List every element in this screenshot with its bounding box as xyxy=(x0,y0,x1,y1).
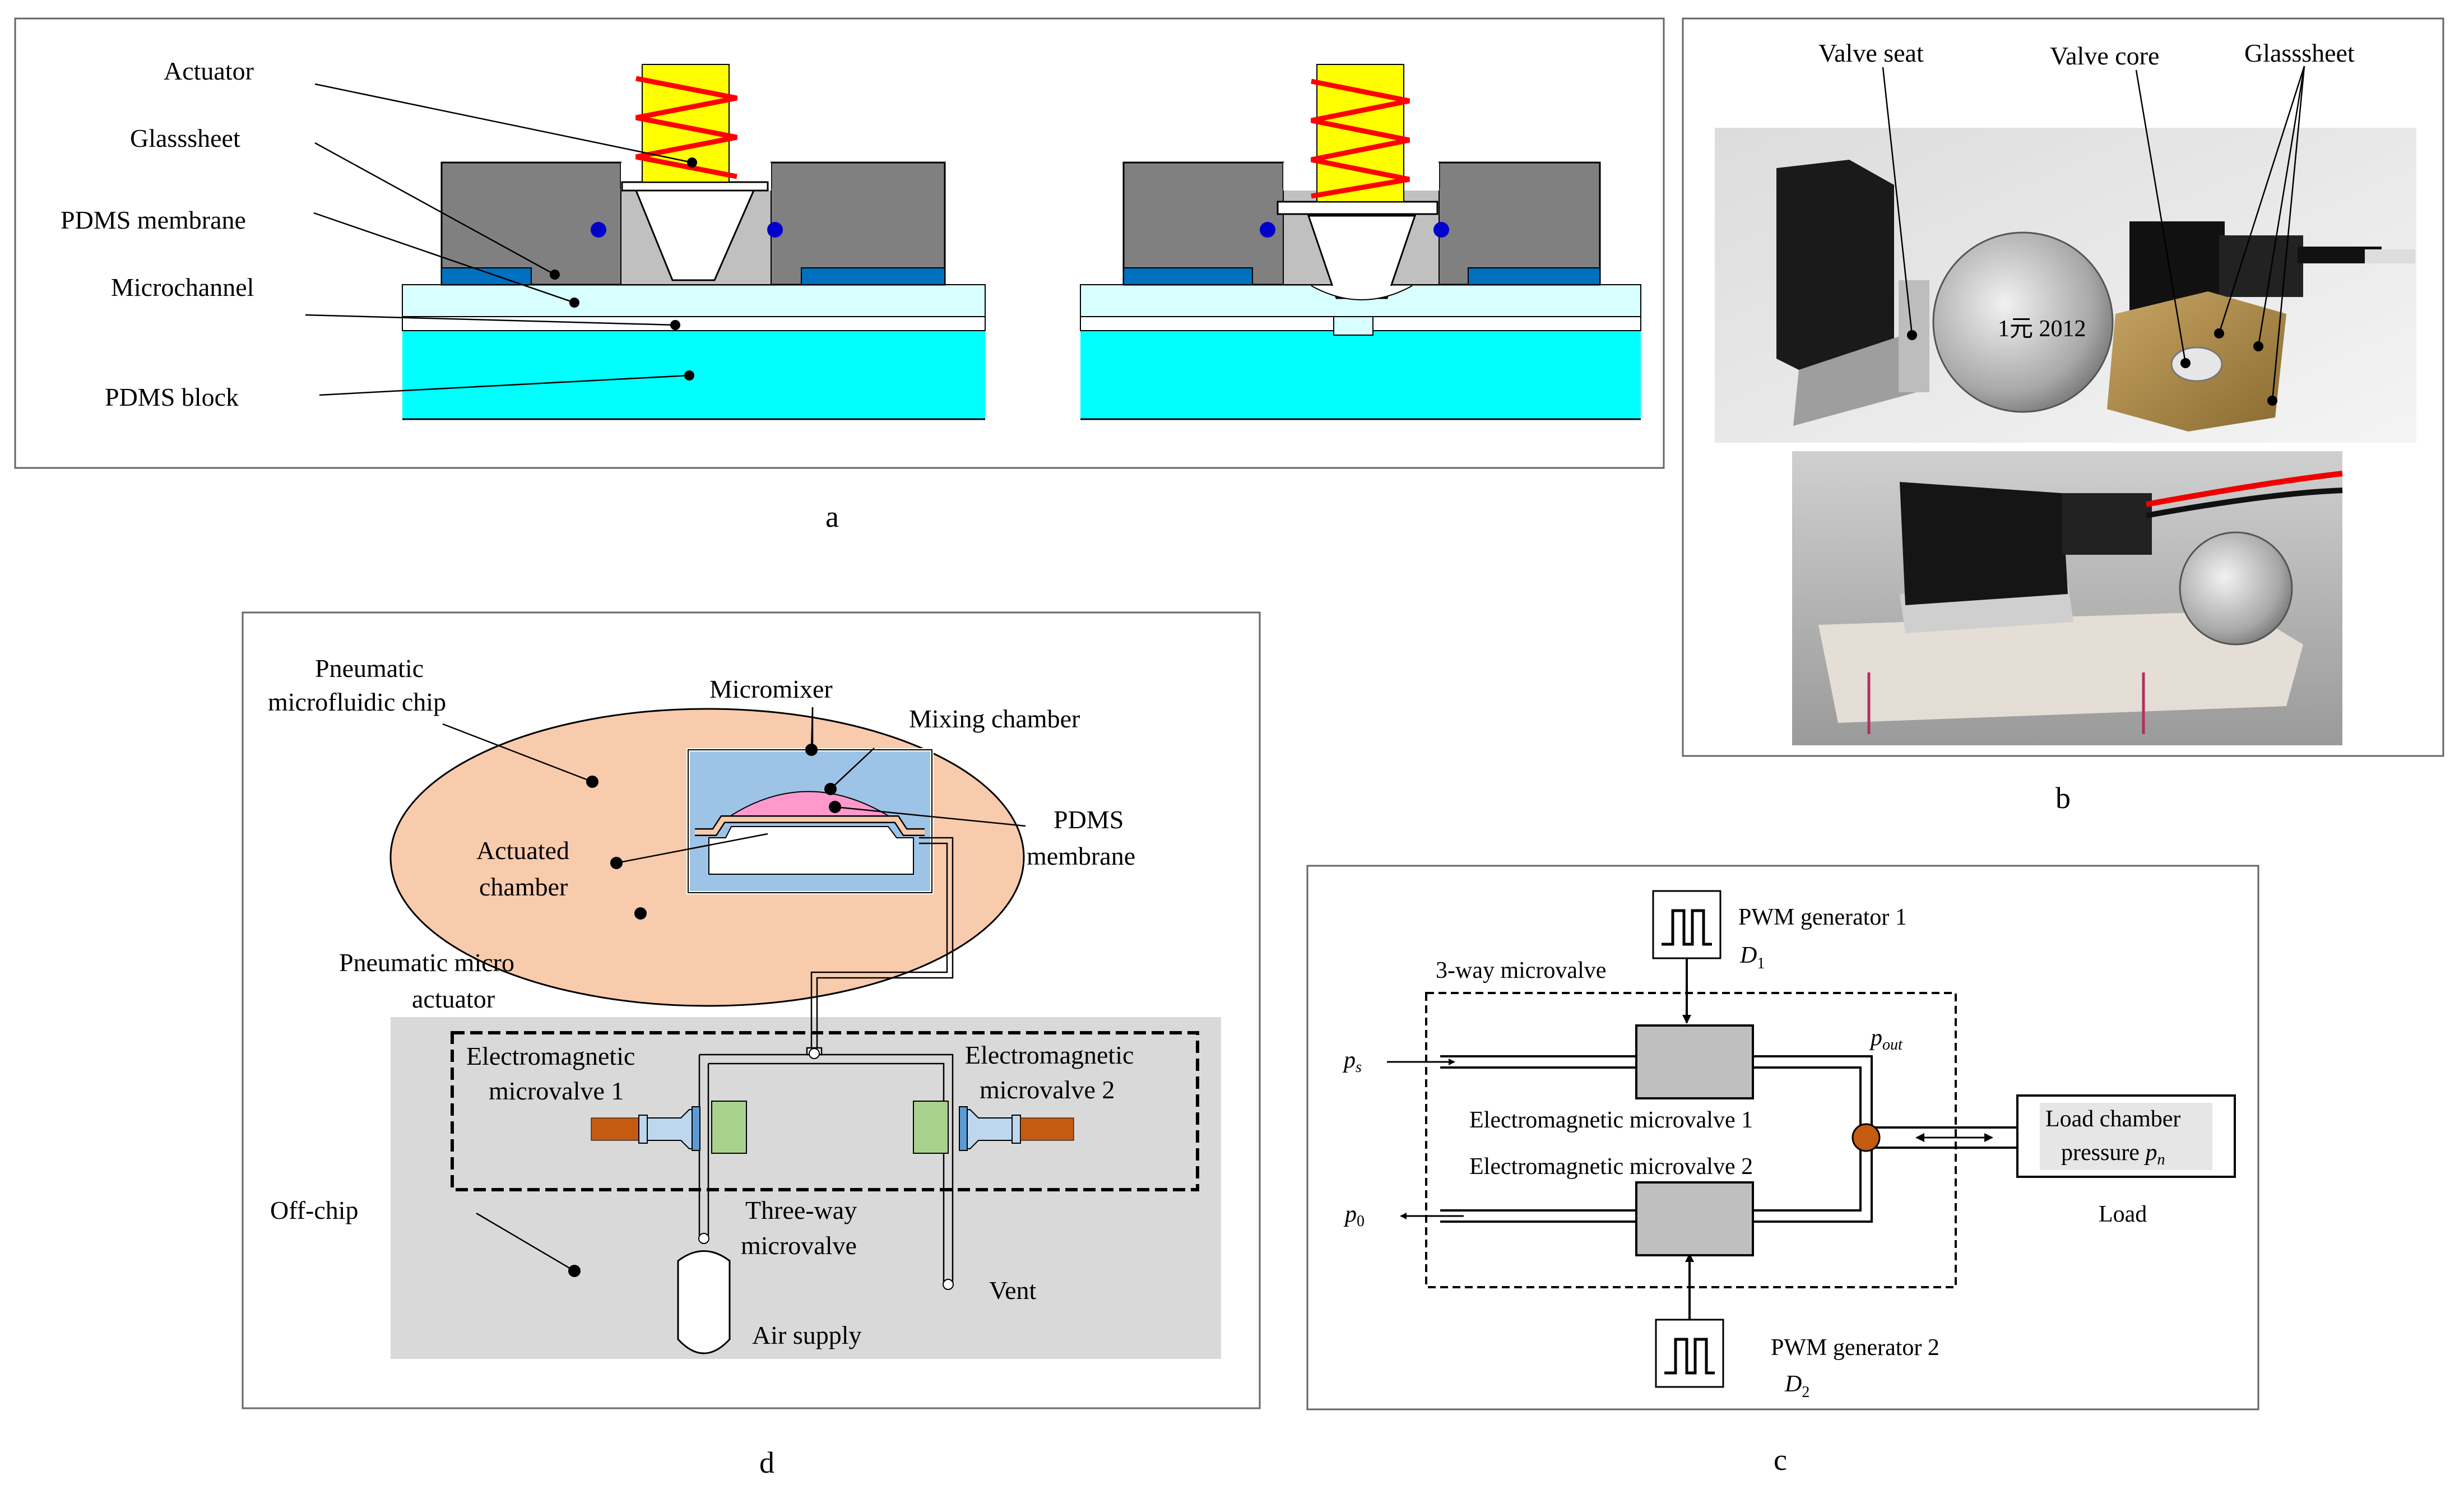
label-ev2-c: Electromagnetic microvalve 2 xyxy=(1469,1154,1753,1180)
label-ev1: Electromagnetic xyxy=(466,1042,635,1070)
label-three-way: Three-way xyxy=(745,1196,857,1224)
em-valve-2 xyxy=(913,1101,1074,1154)
label-micromixer: Micromixer xyxy=(709,675,833,703)
valve-open-section xyxy=(1080,64,1641,420)
pdms-membrane xyxy=(402,284,986,317)
label-micro-actuator-2: actuator xyxy=(412,985,495,1013)
label-pout: pout xyxy=(1869,1025,1903,1054)
glasssheet-right xyxy=(801,267,945,285)
actuated-chamber xyxy=(708,826,914,875)
caption-d: d xyxy=(759,1446,774,1479)
label-pressure: pressure pn xyxy=(2061,1140,2165,1168)
label-glasssheet: Glasssheet xyxy=(130,124,240,152)
caption-c: c xyxy=(1774,1443,1787,1477)
label-load: Load xyxy=(2099,1201,2147,1227)
junction-node xyxy=(1852,1123,1881,1152)
em-microvalve-1-block xyxy=(1635,1024,1754,1099)
pwm-generator-2 xyxy=(1655,1319,1724,1388)
label-p0: p0 xyxy=(1343,1201,1365,1230)
three-way-microvalve-box xyxy=(1425,992,1957,1288)
label-pdms-block: PDMS block xyxy=(105,383,239,411)
three-way-valve-box xyxy=(451,1031,1199,1191)
coin xyxy=(1932,231,2114,413)
panel-c: PWM generator 1 D1 PWM generator 2 D2 3-… xyxy=(1306,865,2259,1477)
panel-d: Pneumatic microfluidic chip Micromixer M… xyxy=(242,611,1261,1479)
svg-text:1元 2012: 1元 2012 xyxy=(1998,316,2086,342)
label-three-way-2: microvalve xyxy=(741,1231,857,1260)
photo-valve-parts: 1元 2012 xyxy=(1715,128,2416,443)
label-d1: D1 xyxy=(1739,943,1765,972)
em-valve-1 xyxy=(591,1101,747,1154)
label-ev2-2: microvalve 2 xyxy=(980,1075,1115,1104)
label-d2: D2 xyxy=(1784,1371,1809,1401)
label-pdms-d: PDMS xyxy=(1054,805,1124,834)
label-pwm1: PWM generator 1 xyxy=(1738,904,1907,930)
panel-a-leaders xyxy=(305,83,693,396)
air-supply-tank xyxy=(677,1250,731,1354)
label-chip: Pneumatic xyxy=(315,654,424,683)
label-pdms-membrane: PDMS membrane xyxy=(61,206,246,234)
caption-b: b xyxy=(2055,781,2071,815)
tubing xyxy=(698,837,954,1283)
pwm-generator-1 xyxy=(1652,890,1721,959)
label-off-chip: Off-chip xyxy=(270,1196,359,1224)
microchannel xyxy=(402,316,986,331)
label-valve-seat: Valve seat xyxy=(1818,39,1924,67)
label-ev2: Electromagnetic xyxy=(965,1041,1134,1069)
label-valve-core: Valve core xyxy=(2050,41,2159,70)
label-pwm2: PWM generator 2 xyxy=(1771,1335,1939,1361)
actuator-coil xyxy=(635,76,737,179)
label-chip-2: microfluidic chip xyxy=(268,688,446,716)
label-actuator: Actuator xyxy=(164,57,254,85)
glasssheet-left xyxy=(441,267,532,285)
panel-b: 1元 2012 xyxy=(1682,17,2444,815)
valve-closed-section xyxy=(402,64,986,420)
label-three-way-c: 3-way microvalve xyxy=(1436,958,1606,983)
label-glasssheet-b: Glasssheet xyxy=(2244,39,2355,67)
label-pdms-d-2: membrane xyxy=(1027,842,1135,870)
label-mixing-chamber: Mixing chamber xyxy=(909,704,1080,733)
label-actuated-chamber-2: chamber xyxy=(479,873,568,901)
label-micro-actuator: Pneumatic micro xyxy=(339,948,514,977)
label-ev1-2: microvalve 1 xyxy=(489,1076,624,1105)
panel-a: Actuator Glasssheet PDMS membrane Microc… xyxy=(14,17,1665,533)
label-actuated-chamber: Actuated xyxy=(476,836,569,865)
label-air-supply: Air supply xyxy=(752,1321,862,1349)
label-microchannel: Microchannel xyxy=(111,273,254,301)
label-ev1-c: Electromagnetic microvalve 1 xyxy=(1469,1107,1753,1133)
caption-a: a xyxy=(825,500,839,533)
label-ps: ps xyxy=(1342,1047,1362,1076)
photo-valve-assembled xyxy=(1792,451,2343,745)
em-microvalve-2-block xyxy=(1635,1181,1754,1256)
label-vent: Vent xyxy=(989,1276,1037,1305)
label-load-chamber: Load chamber xyxy=(2045,1106,2180,1132)
